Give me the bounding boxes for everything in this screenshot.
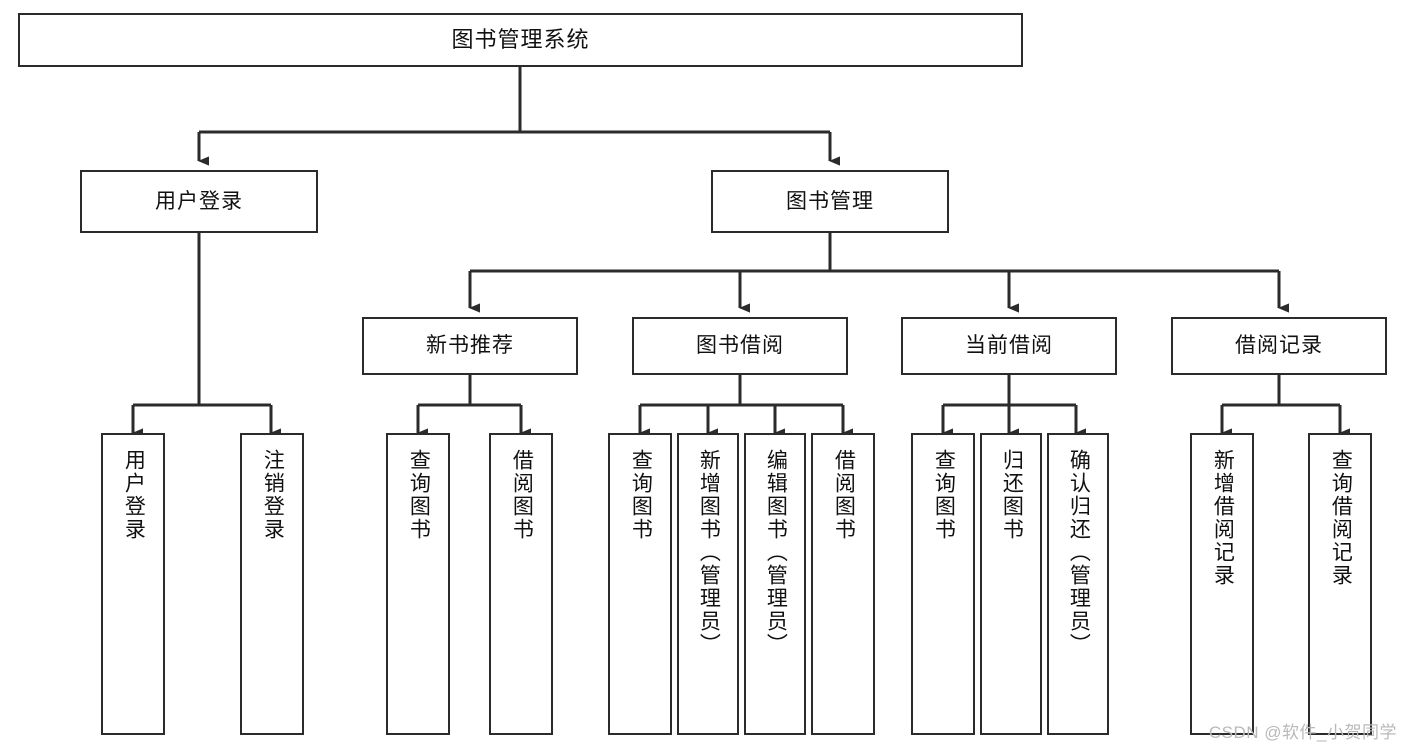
- leaf-borrow-book-2[interactable]: 借阅图书: [811, 433, 875, 735]
- node-current-borrow[interactable]: 当前借阅: [901, 317, 1117, 375]
- node-label: 借阅图书: [832, 449, 856, 541]
- leaf-query-book-1[interactable]: 查询图书: [386, 433, 450, 735]
- node-label: 查询图书: [407, 449, 431, 541]
- node-label: 新书推荐: [426, 334, 514, 358]
- leaf-query-record[interactable]: 查询借阅记录: [1308, 433, 1372, 735]
- node-label: 用户登录: [122, 449, 146, 541]
- leaf-confirm-return[interactable]: 确认归还（管理员）: [1047, 433, 1109, 735]
- node-borrow-record[interactable]: 借阅记录: [1171, 317, 1387, 375]
- node-label: 编辑图书（管理员）: [764, 449, 788, 656]
- node-book-borrow[interactable]: 图书借阅: [632, 317, 848, 375]
- leaf-query-book-3[interactable]: 查询图书: [911, 433, 975, 735]
- leaf-return-book[interactable]: 归还图书: [980, 433, 1042, 735]
- node-book-manage[interactable]: 图书管理: [711, 170, 949, 233]
- leaf-query-book-2[interactable]: 查询图书: [608, 433, 672, 735]
- node-label: 新增借阅记录: [1211, 449, 1235, 587]
- node-label: 当前借阅: [965, 334, 1053, 358]
- node-label: 查询图书: [629, 449, 653, 541]
- node-label: 查询借阅记录: [1329, 449, 1353, 587]
- leaf-borrow-book-1[interactable]: 借阅图书: [489, 433, 553, 735]
- leaf-add-record[interactable]: 新增借阅记录: [1190, 433, 1254, 735]
- leaf-add-book[interactable]: 新增图书（管理员）: [677, 433, 739, 735]
- leaf-edit-book[interactable]: 编辑图书（管理员）: [744, 433, 806, 735]
- node-label: 注销登录: [261, 449, 285, 541]
- leaf-user-login[interactable]: 用户登录: [101, 433, 165, 735]
- leaf-user-logout[interactable]: 注销登录: [240, 433, 304, 735]
- node-user-login[interactable]: 用户登录: [80, 170, 318, 233]
- node-label: 图书借阅: [696, 334, 784, 358]
- node-label: 用户登录: [155, 189, 243, 213]
- node-label: 新增图书（管理员）: [697, 449, 721, 656]
- node-label: 确认归还（管理员）: [1067, 449, 1091, 656]
- node-label: 借阅记录: [1235, 334, 1323, 358]
- node-label: 借阅图书: [510, 449, 534, 541]
- node-new-book-recommend[interactable]: 新书推荐: [362, 317, 578, 375]
- node-label: 归还图书: [1000, 449, 1024, 541]
- csdn-watermark: CSDN @软件_小贺同学: [1208, 723, 1397, 742]
- node-label: 图书管理: [786, 189, 874, 213]
- node-label: 图书管理系统: [451, 26, 590, 52]
- node-label: 查询图书: [932, 449, 956, 541]
- node-root-system[interactable]: 图书管理系统: [18, 13, 1023, 67]
